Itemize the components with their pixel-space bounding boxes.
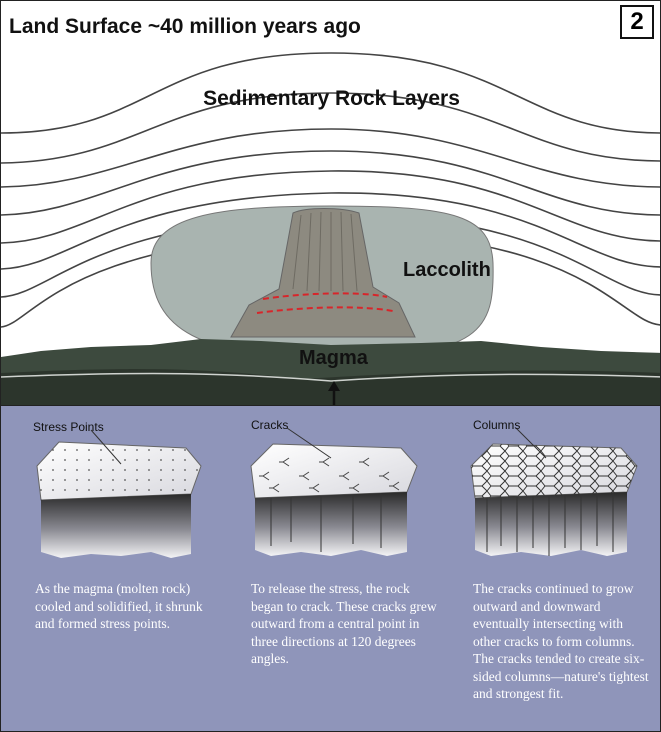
stage-text-cracks: To release the stress, the rock began to…: [251, 581, 437, 666]
column-formation-illustrations: [36, 427, 638, 558]
cracks-block: [250, 427, 418, 556]
tower-column-lines: [292, 211, 358, 292]
columns-block: [470, 427, 638, 556]
magma-arrow-head: [328, 381, 340, 391]
land-surface-scene: [1, 52, 660, 405]
stage-label-columns: Columns: [473, 418, 521, 432]
stage-label-cracks: Cracks: [251, 418, 289, 432]
column-formation-panel: Stress Points Cracks Columns As the magm…: [0, 405, 661, 732]
stage-text-stress-points: As the magma (molten rock) cooled and so…: [35, 581, 203, 631]
stage-label-stress-points: Stress Points: [33, 420, 104, 434]
crack-band-lower: [256, 306, 394, 314]
stress-points-block: [36, 429, 202, 558]
layer-line: [1, 150, 660, 216]
stage-text-columns: The cracks continued to grow outward and…: [473, 581, 649, 701]
magma-label: Magma: [299, 347, 368, 369]
layer-line: [1, 52, 660, 134]
layer-line: [1, 92, 660, 164]
land-surface-panel: Land Surface ~40 million years ago 2 Sed…: [0, 0, 661, 406]
layer-line: [1, 170, 660, 244]
ground-line: [1, 372, 660, 382]
crack-band-upper: [262, 292, 388, 300]
panel-number: 2: [620, 5, 654, 39]
layer-line: [1, 192, 660, 270]
laccolith-label: Laccolith: [403, 259, 491, 281]
sedimentary-layer-lines: [1, 52, 660, 328]
sedimentary-layers-label: Sedimentary Rock Layers: [203, 87, 460, 110]
layer-line: [1, 128, 660, 188]
panel-title: Land Surface ~40 million years ago: [9, 15, 361, 38]
tower-rock: [230, 208, 416, 338]
